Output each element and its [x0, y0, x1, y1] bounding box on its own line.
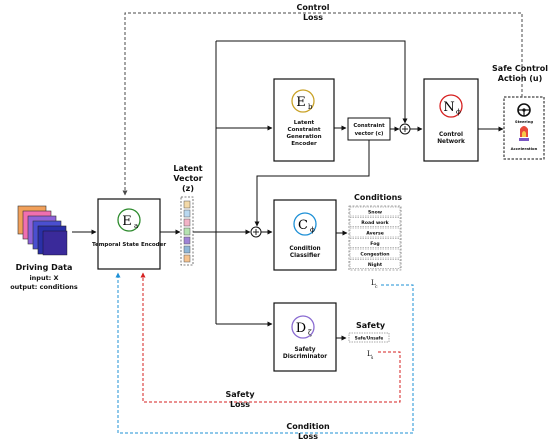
conditions-list: Snow Road work Averse Fog Congestion Nig… [348, 205, 402, 271]
control-n-symbol: N [443, 100, 454, 115]
latent-constraint-encoder: E b Latent Constraint Generation Encoder [273, 78, 335, 162]
discriminator-d-circle [291, 315, 315, 339]
control-n-subscript: ϕ [456, 108, 461, 116]
constraint-to-classifier-arrow [254, 140, 370, 227]
plus-node-control [399, 123, 411, 135]
safety-output-box: Safe/Unsafe [348, 332, 390, 343]
classifier-c-subscript: ϕ [310, 226, 315, 234]
encoder-a-subscript: a [134, 222, 138, 230]
discriminator-label-1: Safety [294, 347, 315, 353]
acceleration-label: Acceleration [511, 146, 538, 151]
discriminator-label-2: Discriminator [283, 354, 327, 360]
condition-item [349, 217, 401, 227]
condition-loss-l: L [371, 279, 376, 287]
latent-encoder-label-1: Latent [294, 120, 315, 126]
encoder-b-symbol: E [296, 95, 306, 110]
safety-loss-label-2: Loss [230, 400, 250, 409]
safety-title: Safety [356, 321, 386, 330]
constraint-vector-label-1: Constraint [353, 123, 385, 129]
condition-item-label: Fog [370, 241, 379, 247]
control-network: N ϕ Control Network [423, 78, 479, 162]
condition-item-label: Road work [361, 220, 389, 226]
input-line: input: X [29, 274, 58, 282]
condition-item [349, 238, 401, 248]
latent-vector [180, 196, 194, 266]
constraint-vector-label-2: vector (c) [355, 131, 384, 137]
control-loss-label-1: Control [296, 3, 329, 12]
encoder-b-subscript: b [308, 103, 313, 111]
top-branch-arrow [216, 40, 408, 124]
latent-vector-label-1: Latent [173, 164, 202, 173]
output-title-1: Safe Control [492, 64, 548, 73]
condition-classifier: C ϕ Condition Classifier [273, 199, 337, 271]
latent-encoder-label-2: Constraint [287, 127, 320, 133]
condition-item-label: Averse [366, 231, 384, 237]
latent-encoder-label-4: Encoder [291, 141, 317, 147]
safety-loss-symbol: L s [367, 350, 374, 361]
safety-loss-label-1: Safety [225, 390, 255, 399]
latent-encoder-label-3: Generation [286, 134, 321, 140]
classifier-c-symbol: C [298, 218, 308, 233]
condition-loss-label-2: Loss [298, 432, 318, 441]
steering-wheel-icon [517, 103, 531, 117]
latent-vector-label-3: (z) [182, 184, 194, 193]
condition-item-label: Snow [368, 210, 383, 216]
safety-item-label: Safe/Unsafe [355, 336, 384, 341]
control-n-circle [439, 94, 463, 118]
control-loss-label-2: Loss [303, 13, 323, 22]
conditions-title: Conditions [354, 193, 402, 202]
condition-item [349, 259, 401, 269]
steering-label: Steering [515, 119, 534, 124]
safety-loss-line [140, 272, 401, 403]
temporal-encoder-label: Temporal State Encoder [92, 242, 166, 248]
condition-loss-label-1: Condition [286, 422, 330, 431]
encoder-b-circle [291, 89, 315, 113]
safety-loss-sub: s [371, 356, 374, 361]
encoder-a-symbol: E [122, 214, 132, 229]
safety-discriminator: D ζ Safety Discriminator [273, 302, 337, 372]
acceleration-icon [519, 126, 529, 141]
temporal-state-encoder: E a Temporal State Encoder [92, 198, 166, 270]
classifier-c-circle [293, 212, 317, 236]
output-line: output: conditions [10, 283, 78, 291]
plus-node-classifier [250, 226, 262, 238]
condition-item [349, 206, 401, 217]
control-network-label-1: Control [439, 132, 463, 138]
driving-data-icon [17, 205, 68, 256]
condition-loss-sub: c [375, 285, 378, 290]
condition-loss-symbol: L c [371, 279, 378, 290]
classifier-label-1: Condition [289, 246, 320, 252]
driving-data-title: Driving Data [16, 263, 73, 272]
encoder-a-circle [117, 208, 141, 232]
classifier-label-2: Classifier [290, 253, 320, 259]
condition-item [349, 227, 401, 238]
constraint-vector-box: Constraint vector (c) [347, 117, 391, 141]
control-loss-line [122, 12, 523, 196]
condition-item [349, 248, 401, 259]
discriminator-d-symbol: D [296, 321, 306, 336]
latent-vector-label-2: Vector [173, 174, 202, 183]
output-title-2: Action (u) [498, 74, 542, 83]
condition-item-label: Night [368, 262, 383, 268]
condition-item-label: Congestion [360, 252, 389, 258]
discriminator-d-subscript: ζ [308, 329, 312, 337]
output-panel: Steering Acceleration [503, 96, 545, 160]
control-network-label-2: Network [437, 139, 465, 145]
safety-loss-l: L [367, 350, 372, 358]
condition-loss-line [115, 272, 414, 434]
